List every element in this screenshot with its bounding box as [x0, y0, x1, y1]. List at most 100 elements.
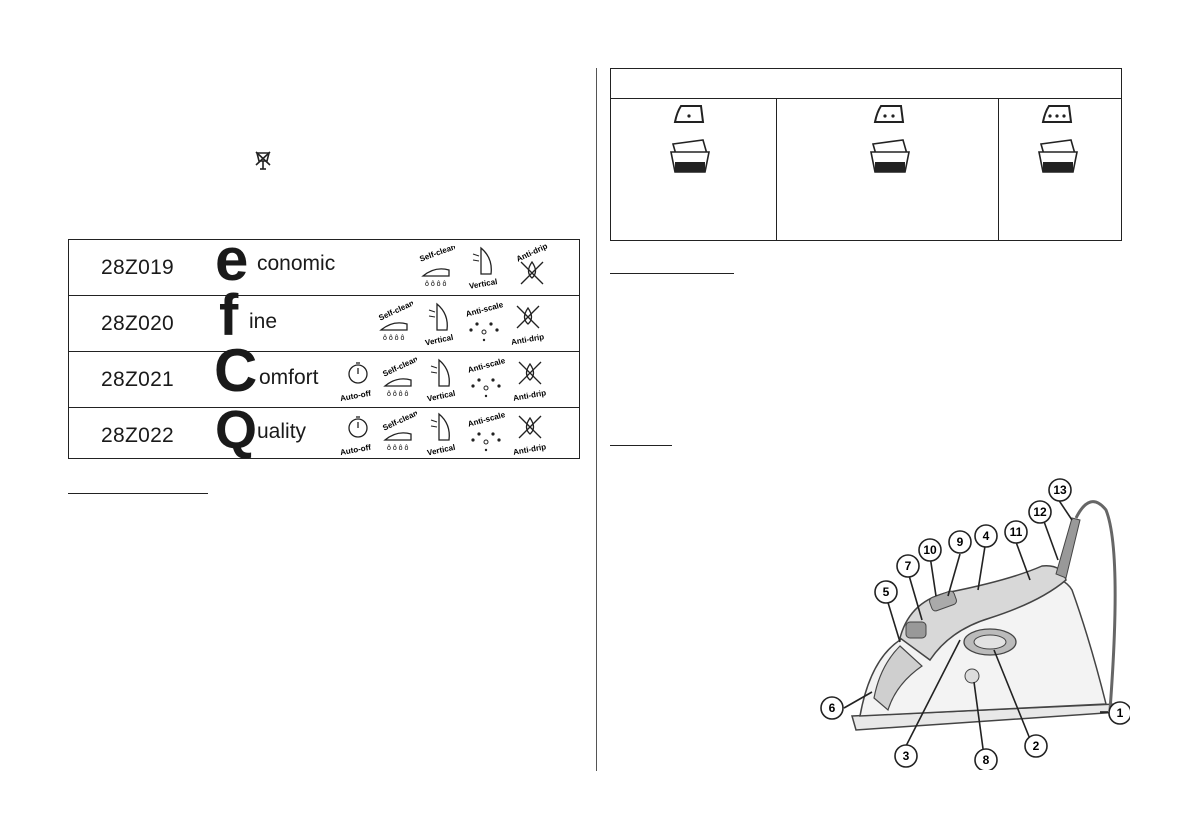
svg-text:Anti-scale: Anti-scale	[467, 410, 505, 429]
svg-text:Anti-drip: Anti-drip	[515, 244, 549, 264]
anti-drip-icon: Anti-drip	[510, 305, 545, 347]
steam-button-shape	[929, 590, 957, 612]
callout-2: 2	[1024, 734, 1048, 758]
model-initial: C	[214, 337, 258, 404]
callout-5: 5	[874, 580, 898, 604]
iron-three-dots-icon	[1041, 105, 1073, 123]
anti-scale-icon: Anti-scale	[467, 410, 505, 452]
table-row: 28Z020 f ine Self-clean ô ô ô ô Vertical…	[69, 287, 579, 352]
callout-label: 7	[905, 559, 912, 573]
iron-two-dots-icon	[873, 105, 905, 123]
self-clean-icon: Self-clean ô ô ô ô	[377, 300, 413, 342]
callout-8: 8	[974, 748, 998, 770]
fabric-wash-basin-icon	[1038, 139, 1078, 173]
callout-11: 11	[1004, 520, 1028, 544]
callout-label: 11	[1010, 525, 1023, 539]
table-row: 28Z022 Q uality Auto-off Self-clean ô ô …	[69, 403, 579, 460]
table-row: 28Z019 e conomic Self-clean ô ô ô ô Vert…	[69, 230, 579, 296]
auto-off-icon: Auto-off	[339, 362, 372, 403]
callout-13: 13	[1048, 478, 1072, 502]
svg-text:Self-clean: Self-clean	[418, 246, 455, 264]
svg-text:Auto-off: Auto-off	[339, 443, 372, 457]
vertical-icon: Vertical	[426, 358, 456, 402]
callout-label: 1	[1117, 706, 1124, 720]
svg-text:ô ô ô ô: ô ô ô ô	[387, 391, 409, 398]
care-column	[611, 98, 777, 240]
ironing-guide-table	[610, 68, 1122, 241]
self-clean-icon: Self-clean ô ô ô ô	[418, 246, 455, 288]
table-header	[611, 69, 1121, 99]
model-name: conomic	[257, 252, 336, 275]
callout-12: 12	[1028, 500, 1052, 524]
auto-off-icon: Auto-off	[339, 416, 372, 457]
svg-text:Self-clean: Self-clean	[377, 300, 413, 323]
model-initial: e	[215, 226, 249, 293]
svg-text:ô ô ô ô: ô ô ô ô	[425, 281, 447, 288]
self-clean-icon: Self-clean ô ô ô ô	[381, 410, 417, 452]
callout-1: 1	[1108, 701, 1130, 725]
callout-4: 4	[974, 524, 998, 548]
svg-text:Anti-scale: Anti-scale	[467, 356, 505, 375]
callout-10: 10	[918, 538, 942, 562]
anti-drip-icon: Anti-drip	[512, 415, 547, 457]
fabric-wash-basin-icon	[870, 139, 910, 173]
callout-label: 10	[923, 543, 937, 557]
callout-9: 9	[948, 530, 972, 554]
svg-text:Anti-drip: Anti-drip	[510, 332, 544, 347]
anti-scale-icon: Anti-scale	[467, 356, 505, 398]
column-divider	[596, 68, 597, 771]
heading-underline	[610, 445, 672, 446]
iron-diagram: 1 2 3 4 5 6 7 8 9 10 11 12 13	[820, 478, 1130, 770]
model-code: 28Z020	[101, 312, 175, 335]
anti-drip-icon: Anti-drip	[515, 244, 549, 285]
model-code: 28Z021	[101, 368, 175, 391]
care-column	[999, 98, 1120, 240]
callout-label: 12	[1033, 505, 1047, 519]
svg-text:ô ô ô ô: ô ô ô ô	[383, 335, 405, 342]
svg-text:ô ô ô ô: ô ô ô ô	[387, 445, 409, 452]
model-code: 28Z019	[101, 256, 175, 279]
svg-text:Auto-off: Auto-off	[339, 389, 372, 403]
fabric-wash-basin-icon	[670, 139, 710, 173]
model-name: omfort	[259, 366, 319, 389]
callout-label: 5	[883, 585, 890, 599]
spray-button-shape	[905, 621, 927, 639]
model-initial: Q	[215, 400, 258, 460]
button-shape	[964, 668, 980, 684]
callout-label: 2	[1033, 739, 1040, 753]
model-name: uality	[257, 420, 307, 443]
svg-text:Self-clean: Self-clean	[381, 410, 417, 433]
iron-one-dot-icon	[673, 105, 705, 123]
callout-7: 7	[896, 554, 920, 578]
model-table: 28Z019 e conomic Self-clean ô ô ô ô Vert…	[68, 230, 580, 460]
vertical-icon: Vertical	[424, 302, 454, 346]
svg-text:Vertical: Vertical	[426, 389, 456, 402]
callout-label: 9	[957, 535, 964, 549]
callout-label: 8	[983, 753, 990, 767]
model-name: ine	[249, 310, 278, 333]
model-code: 28Z022	[101, 424, 175, 447]
svg-text:Anti-drip: Anti-drip	[512, 388, 546, 403]
vertical-icon: Vertical	[468, 246, 498, 290]
vertical-icon: Vertical	[426, 412, 456, 456]
svg-text:Vertical: Vertical	[426, 443, 456, 456]
callout-label: 4	[983, 529, 990, 543]
callout-label: 3	[903, 749, 910, 763]
callout-6: 6	[820, 696, 844, 720]
callout-label: 6	[829, 701, 836, 715]
self-clean-icon: Self-clean ô ô ô ô	[381, 356, 417, 398]
heading-underline	[68, 493, 208, 494]
cord-shape	[1074, 500, 1117, 711]
callout-3: 3	[894, 744, 918, 768]
model-initial: f	[219, 283, 239, 348]
heading-underline	[610, 273, 734, 274]
cord-guard-shape	[1055, 517, 1081, 579]
svg-text:Vertical: Vertical	[424, 333, 454, 346]
svg-text:Vertical: Vertical	[468, 277, 498, 290]
no-steam-symbol-icon	[255, 151, 271, 170]
anti-drip-icon: Anti-drip	[512, 361, 547, 403]
table-row: 28Z021 C omfort Auto-off Self-clean ô ô …	[69, 341, 579, 408]
care-column	[777, 98, 999, 240]
svg-text:Anti-drip: Anti-drip	[512, 442, 546, 457]
iron-nose-shape	[873, 645, 923, 712]
